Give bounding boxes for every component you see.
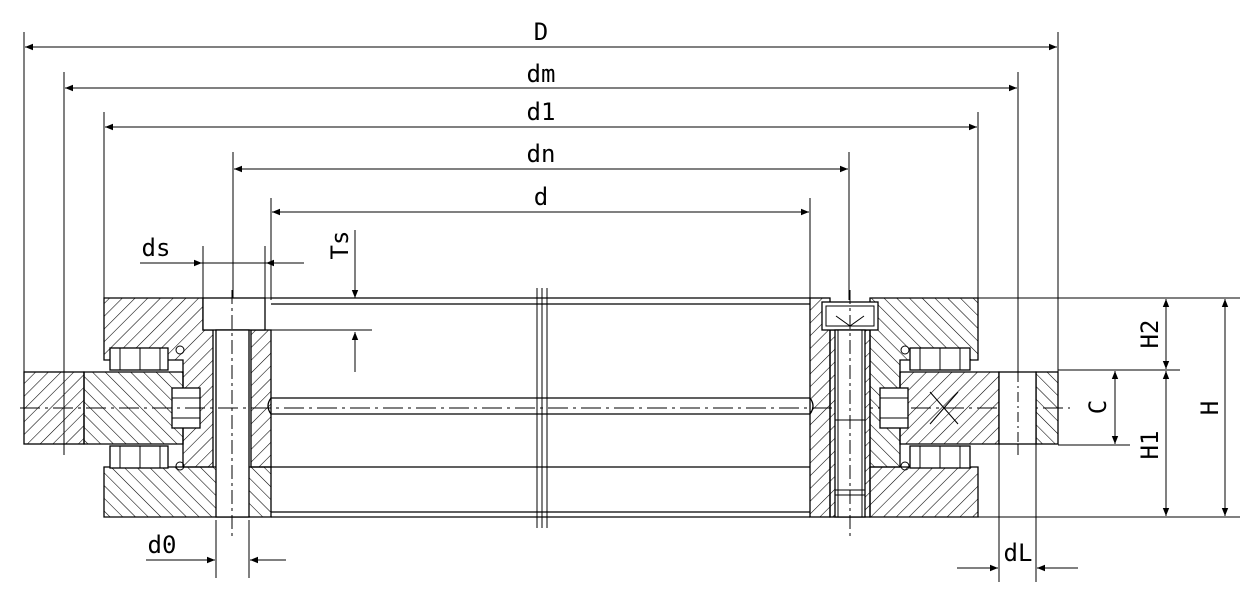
label-ds: ds xyxy=(142,234,171,262)
dimension-lines xyxy=(23,32,1240,582)
right-details xyxy=(825,290,1019,540)
label-H2: H2 xyxy=(1136,320,1164,349)
label-dn: dn xyxy=(527,140,556,168)
label-d1: d1 xyxy=(527,98,556,126)
label-Ts: Ts xyxy=(326,231,354,260)
label-dL: dL xyxy=(1004,539,1033,567)
left-inner-ring xyxy=(250,329,272,468)
right-lower-ring xyxy=(869,466,979,518)
label-H1: H1 xyxy=(1136,431,1164,460)
label-H: H xyxy=(1196,401,1224,415)
label-dm: dm xyxy=(527,60,556,88)
label-C: C xyxy=(1084,400,1112,414)
right-inner-ring xyxy=(809,297,831,518)
right-flange xyxy=(1035,371,1059,445)
label-D: D xyxy=(534,18,548,46)
label-d: d xyxy=(534,183,548,211)
right-section xyxy=(809,297,1059,518)
label-d0: d0 xyxy=(148,531,177,559)
